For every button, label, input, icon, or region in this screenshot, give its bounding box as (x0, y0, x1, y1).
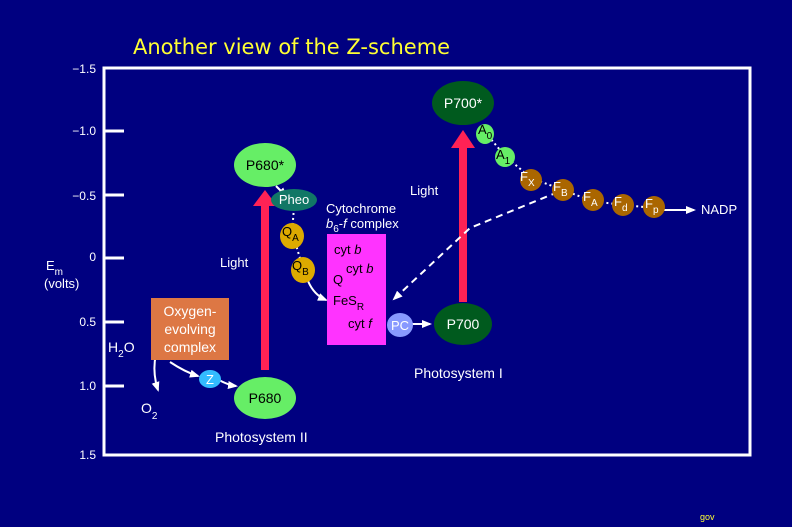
svg-text:Em: Em (46, 258, 63, 278)
nadp-label: NADP (701, 202, 737, 217)
svg-text:P680*: P680* (246, 157, 285, 173)
y-tick-label: −1.5 (72, 62, 96, 76)
svg-text:Pheo: Pheo (279, 192, 309, 207)
svg-text:Z: Z (206, 372, 214, 387)
page-title: Another view of the Z-scheme (133, 35, 450, 59)
photosystem-1-label: Photosystem I (414, 365, 503, 381)
photosystem-2-label: Photosystem II (215, 429, 308, 445)
svg-text:FX: FX (520, 169, 535, 189)
svg-text:evolving: evolving (164, 321, 215, 337)
svg-text:P680: P680 (249, 390, 282, 406)
z-carrier: Z (199, 370, 221, 388)
fb-carrier: FB (552, 179, 574, 201)
cytochrome-complex-label: Cytochrome b6-f complex (326, 201, 399, 235)
p680-star-node: P680* (234, 143, 296, 187)
y-tick-label: −0.5 (72, 189, 96, 203)
svg-text:Q: Q (333, 272, 343, 287)
svg-text:A1: A1 (496, 147, 511, 167)
y-tick-label: 1.5 (79, 448, 96, 462)
svg-text:(volts): (volts) (44, 276, 79, 291)
cyclic-return-arrow (392, 191, 559, 301)
complex-to-z-arrow (169, 361, 200, 378)
cytochrome-b6f-box: cyt b cyt b Q FeSR cyt f (327, 234, 386, 345)
a0-carrier: A0 (476, 122, 494, 144)
fa-carrier: FA (582, 189, 604, 211)
y-axis-label: Em (volts) (44, 258, 79, 291)
svg-text:P700: P700 (447, 316, 480, 332)
p700-star-node: P700* (432, 81, 494, 125)
y-tick-label: 0.5 (79, 315, 96, 329)
svg-text:A0: A0 (478, 122, 493, 142)
svg-text:QB: QB (292, 258, 309, 278)
light-label-ps1: Light (410, 183, 439, 198)
z-to-p680-arrow (218, 379, 238, 389)
y-tick-label: −1.0 (72, 124, 96, 138)
pheo-carrier: Pheo (271, 189, 317, 211)
qa-carrier: QA (280, 223, 304, 249)
fp-carrier: Fp (643, 196, 665, 218)
a1-carrier: A1 (495, 147, 515, 167)
svg-text:b6-f complex: b6-f complex (326, 216, 399, 235)
svg-text:cyt b: cyt b (334, 242, 361, 257)
fx-carrier: FX (520, 169, 542, 191)
svg-text:cyt f: cyt f (348, 316, 373, 331)
svg-text:Fp: Fp (645, 196, 659, 216)
light-arrow-ps2 (253, 190, 277, 370)
svg-text:complex: complex (164, 339, 216, 355)
qb-to-cytochrome-arrow (307, 280, 328, 301)
svg-text:P700*: P700* (444, 95, 483, 111)
water-label: H2O (108, 339, 135, 360)
svg-text:PC: PC (391, 318, 409, 333)
svg-text:Cytochrome: Cytochrome (326, 201, 396, 216)
svg-text:FA: FA (583, 189, 598, 209)
svg-text:FB: FB (553, 179, 568, 199)
fd-carrier: Fd (612, 194, 634, 216)
p700-node: P700 (434, 303, 492, 345)
oxygen-evolving-complex: Oxygen- evolving complex (151, 298, 229, 360)
oxygen-label: O2 (141, 400, 158, 422)
svg-text:QA: QA (282, 224, 299, 244)
pc-carrier: PC (387, 313, 413, 337)
light-arrow-ps1 (451, 130, 475, 302)
p680-node: P680 (234, 377, 296, 419)
plot-frame (102, 66, 752, 457)
qb-carrier: QB (291, 257, 315, 283)
svg-text:Oxygen-: Oxygen- (164, 303, 217, 319)
svg-text:FeSR: FeSR (333, 293, 364, 313)
light-label-ps2: Light (220, 255, 249, 270)
y-tick-label: 1.0 (79, 379, 96, 393)
footer-credit: gov (700, 512, 715, 522)
svg-text:cyt b: cyt b (346, 261, 373, 276)
y-tick-label: 0 (89, 250, 96, 264)
y-axis: −1.5 −1.0 −0.5 0 0.5 1.0 1.5 (72, 62, 124, 462)
svg-text:Fd: Fd (614, 194, 628, 214)
